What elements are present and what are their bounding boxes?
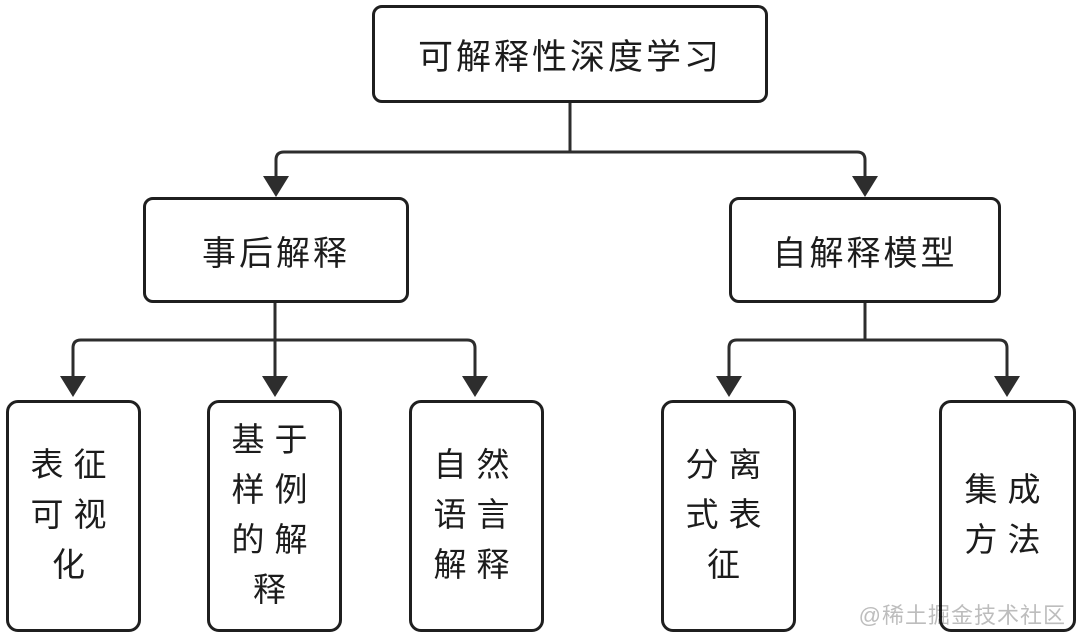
arrow-down-icon xyxy=(716,376,742,397)
arrow-down-icon xyxy=(462,376,488,397)
node-example-based-explanation: 基于 样例 的解 释 xyxy=(207,400,342,632)
arrow-down-icon xyxy=(263,176,289,197)
node-label: 表征 可视 化 xyxy=(30,447,117,585)
arrow-down-icon xyxy=(994,376,1020,397)
arrow-down-icon xyxy=(262,376,288,397)
node-ensemble-methods: 集成 方法 xyxy=(939,400,1076,632)
node-disentangled-representation: 分离 式表 征 xyxy=(661,400,796,632)
node-label: 集成 方法 xyxy=(964,472,1051,559)
watermark: @稀土掘金技术社区 xyxy=(858,603,1066,628)
node-natural-language-explanation: 自然 语言 解释 xyxy=(409,400,544,632)
node-posthoc-explanation: 事后解释 xyxy=(143,197,409,303)
node-label: 基于 样例 的解 释 xyxy=(231,422,318,610)
node-representation-visualization: 表征 可视 化 xyxy=(6,400,141,632)
arrow-down-icon xyxy=(60,376,86,397)
node-label: 自解释模型 xyxy=(772,235,958,273)
connector-path xyxy=(727,338,1009,377)
node-label: 可解释性深度学习 xyxy=(417,37,722,77)
node-label: 分离 式表 征 xyxy=(685,447,772,585)
connector-path xyxy=(71,338,477,377)
node-label: 事后解释 xyxy=(202,235,350,273)
node-interpretable-deep-learning: 可解释性深度学习 xyxy=(372,5,768,103)
node-self-explanatory-model: 自解释模型 xyxy=(729,197,1001,303)
connector-path xyxy=(274,150,867,177)
node-label: 自然 语言 解释 xyxy=(433,447,520,585)
arrow-down-icon xyxy=(852,176,878,197)
